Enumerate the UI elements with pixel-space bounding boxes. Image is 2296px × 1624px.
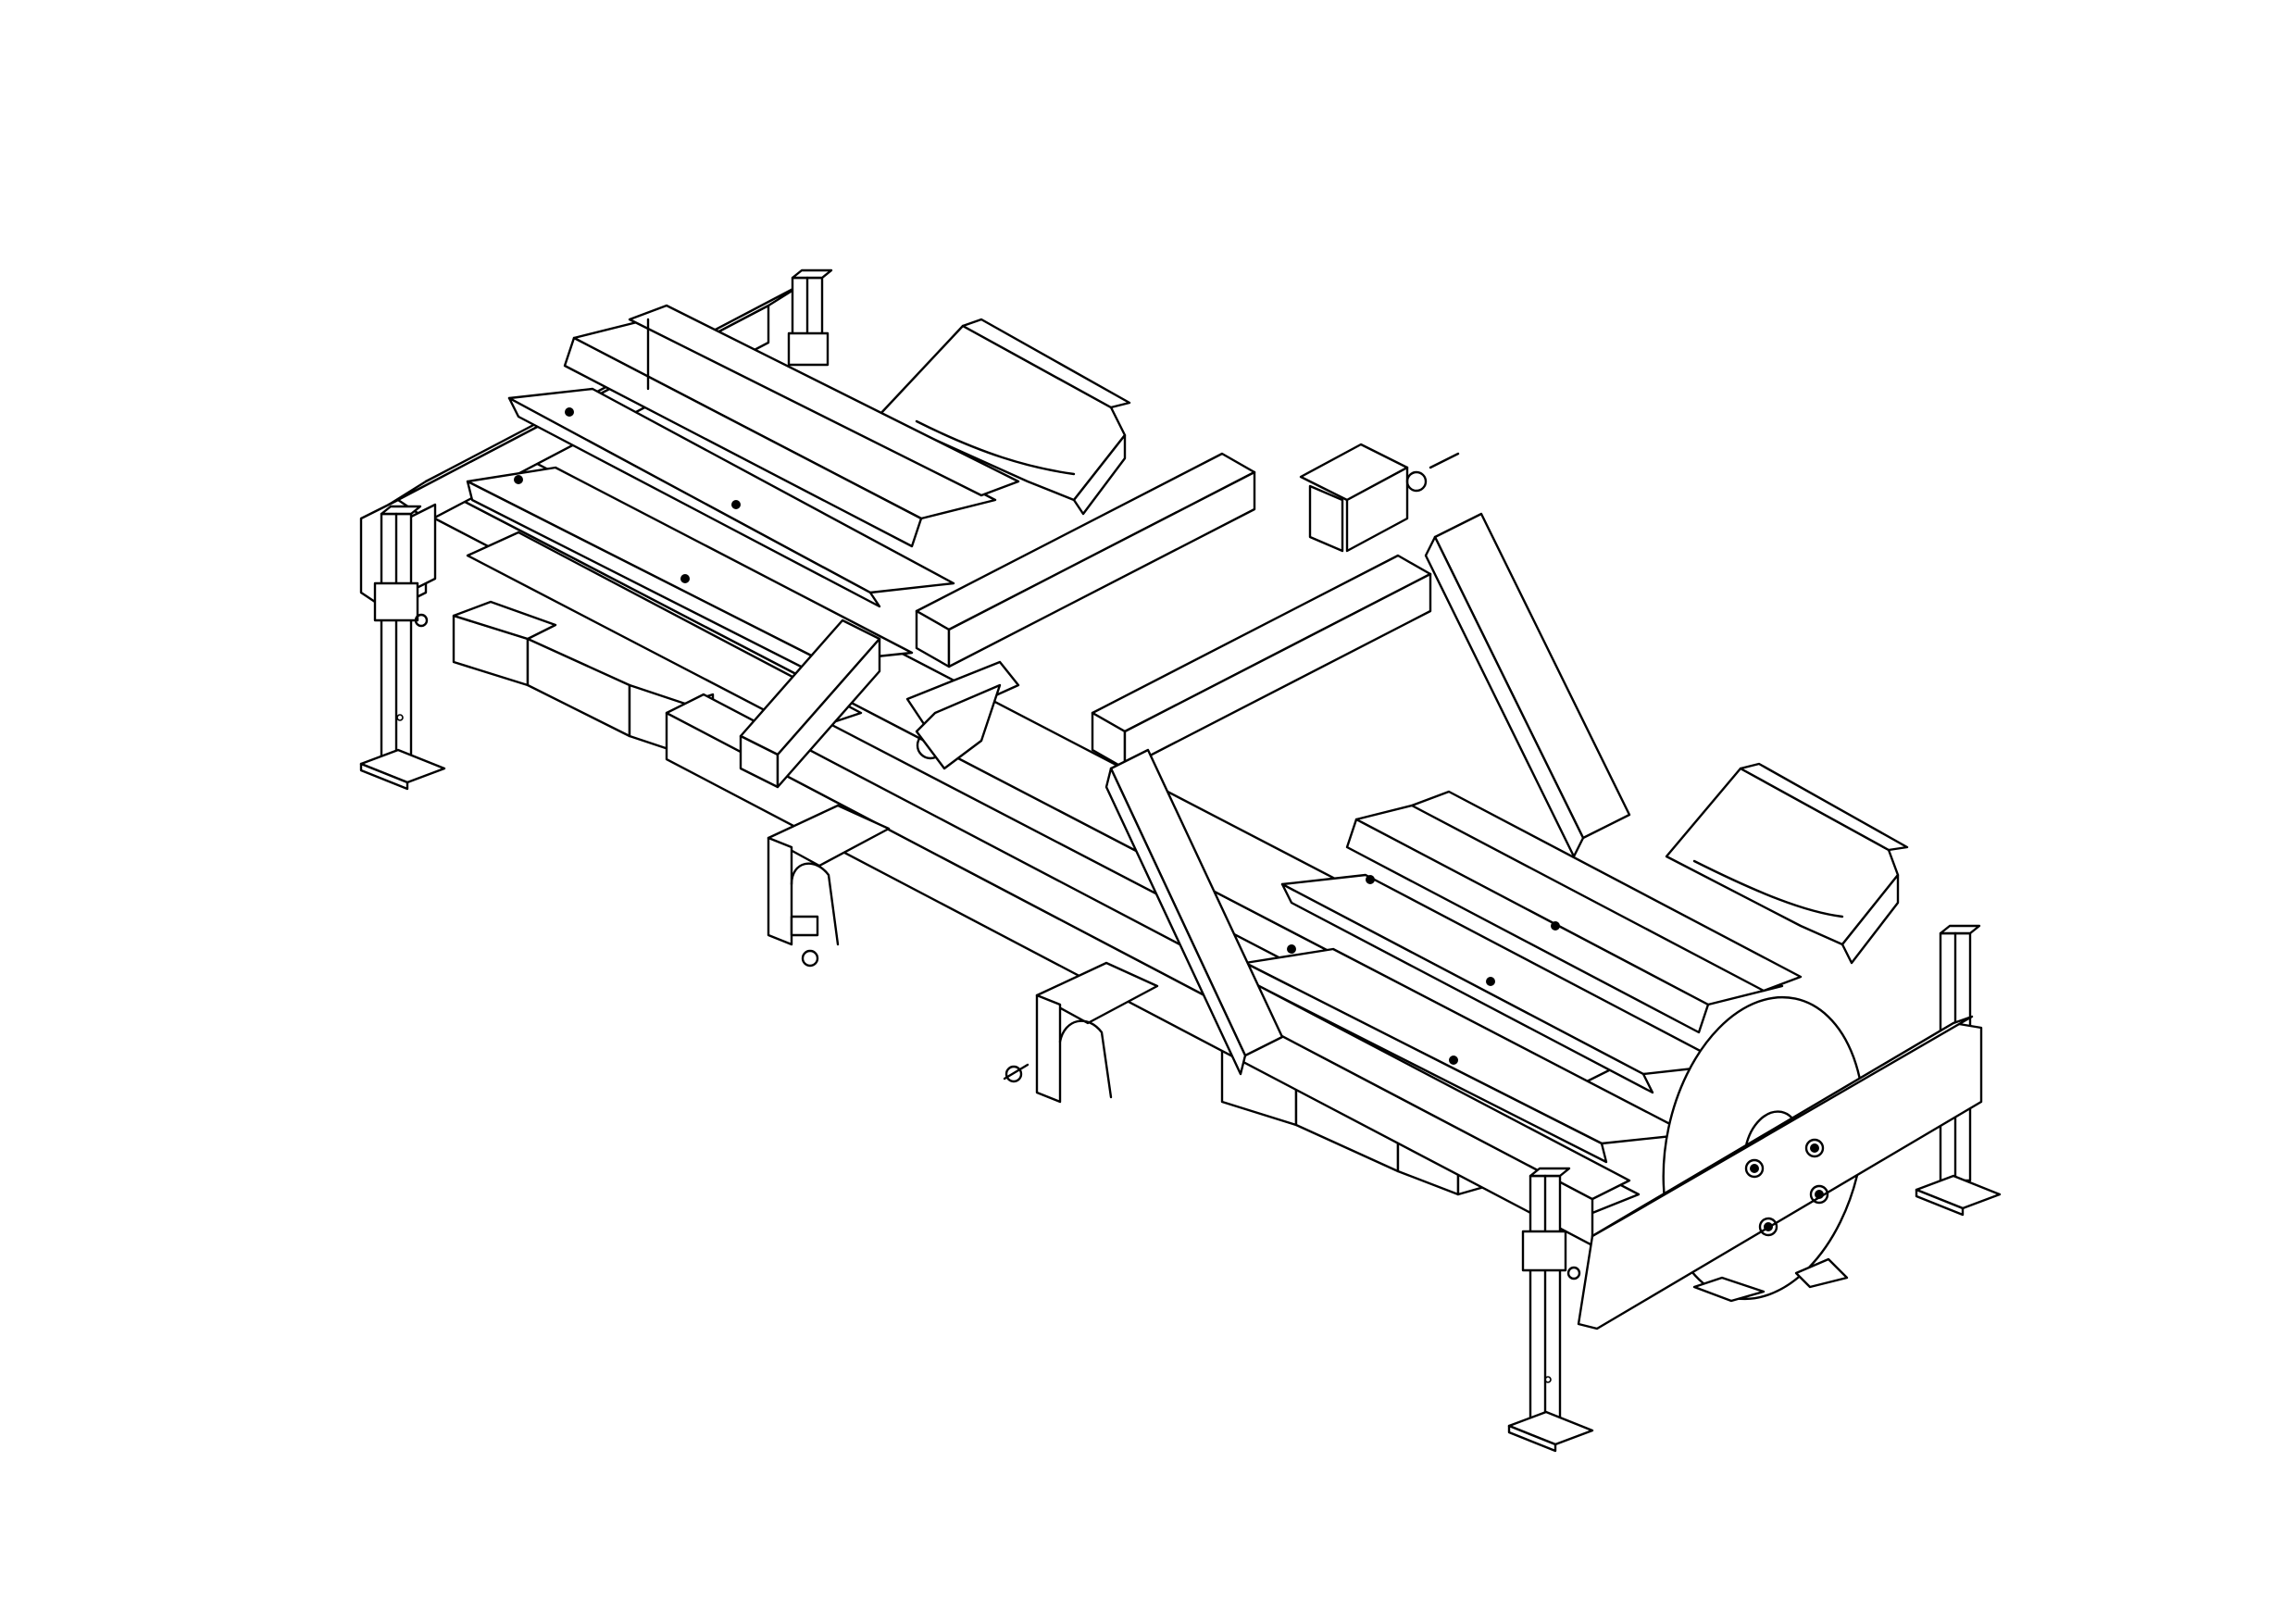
roller-upper [468, 306, 1018, 731]
hitch-a-leg-right [1426, 514, 1629, 856]
top-hitch-bracket [1301, 444, 1458, 551]
hitch-a-leg-center [1106, 750, 1282, 1074]
stand-leg-front-right [1509, 1168, 1592, 1451]
stand-leg-rear-center [789, 270, 831, 365]
rear-deflector-left [880, 319, 1129, 514]
lower-hitch-bracket-right [1004, 963, 1157, 1102]
center-clevis [907, 662, 1018, 768]
hitch-lower-bar [1092, 556, 1430, 768]
lower-hitch-bracket-left [768, 806, 889, 966]
hitch-top-bar [917, 454, 1254, 667]
rear-deflector-right [1666, 764, 1907, 963]
hitch-strut-left [741, 620, 880, 787]
end-plate-right [1578, 1017, 1981, 1329]
stand-leg-front-left [361, 506, 444, 789]
